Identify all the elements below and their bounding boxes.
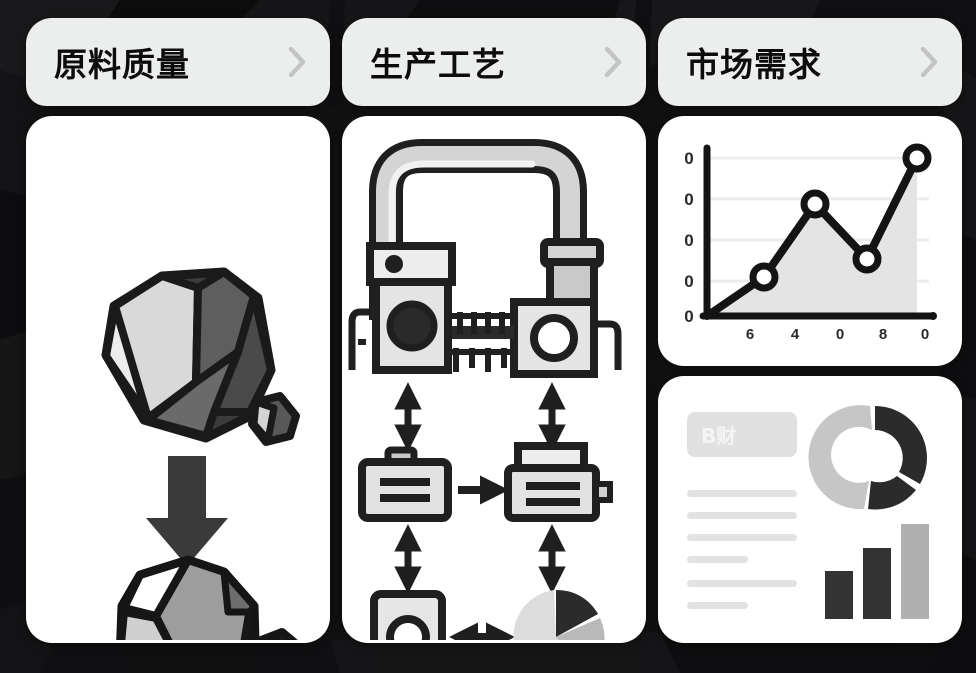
- arrow-up-down: [394, 523, 422, 594]
- svg-text:8: 8: [879, 326, 887, 343]
- svg-text:0: 0: [684, 307, 693, 326]
- card-header-market-demand[interactable]: 市场需求: [658, 18, 962, 106]
- card-header-production-process[interactable]: 生产工艺: [342, 18, 646, 106]
- down-arrow-icon: [146, 455, 228, 566]
- card-body-raw-material-quality: [26, 116, 330, 643]
- card-title-raw-material-quality: 原料质量: [54, 45, 190, 84]
- report-badge: [687, 411, 797, 457]
- card-header-raw-material-quality[interactable]: 原料质量: [26, 18, 330, 106]
- svg-text:0: 0: [921, 326, 929, 343]
- chart-y-tick-labels: 0 0 0 0 0: [684, 149, 693, 326]
- list-item: [687, 511, 797, 519]
- chevron-right-icon[interactable]: [602, 45, 624, 79]
- line-chart-panel: 0 0 0 0 0 6 4 0 8 0: [658, 116, 962, 366]
- raw-rock-to-crushed-rock-illustration: [101, 267, 300, 640]
- crushed-rock-pile: [116, 555, 298, 640]
- list-item: [687, 489, 797, 497]
- svg-text:0: 0: [684, 272, 693, 291]
- card-title-market-demand: 市场需求: [686, 45, 822, 84]
- svg-text:0: 0: [836, 326, 844, 343]
- chart-x-tick-labels: 6 4 0 8 0: [746, 326, 929, 343]
- production-machinery-and-flow-illustration: [348, 138, 622, 640]
- report-donut-chart: [808, 404, 927, 510]
- report-summary-panel: B财: [658, 376, 962, 643]
- arrow-up-down: [538, 523, 566, 594]
- report-summary-illustration: B财: [687, 404, 929, 619]
- card-production-process[interactable]: 生产工艺: [342, 18, 646, 643]
- svg-text:6: 6: [746, 326, 754, 343]
- list-item: [687, 579, 797, 587]
- arrow-right: [458, 475, 509, 504]
- arrow-left-right: [449, 622, 515, 640]
- list-item: [687, 601, 748, 609]
- card-title-production-process: 生产工艺: [370, 45, 506, 84]
- card-market-demand[interactable]: 市场需求: [658, 18, 962, 643]
- arrow-up-down: [538, 381, 566, 452]
- printer-machine-icon: [504, 441, 613, 522]
- report-text-lines: [687, 489, 797, 609]
- report-badge-label: B财: [701, 424, 736, 448]
- chart-area-fill: [707, 158, 917, 316]
- process-flow-diagram: [358, 381, 613, 640]
- arrow-up-down: [394, 381, 422, 452]
- chart-axes: [699, 144, 937, 320]
- card-body-production-process: [342, 116, 646, 643]
- raw-mineral-rock: [101, 267, 300, 446]
- svg-text:4: 4: [791, 326, 800, 343]
- chevron-right-icon[interactable]: [918, 45, 940, 79]
- chart-markers: [749, 143, 932, 292]
- report-bar-chart: [825, 523, 929, 619]
- chevron-right-icon[interactable]: [286, 45, 308, 79]
- list-item: [687, 555, 748, 563]
- card-raw-material-quality[interactable]: 原料质量: [26, 18, 330, 643]
- industrial-machine-assembly: [348, 138, 622, 378]
- list-item: [687, 533, 797, 541]
- svg-text:0: 0: [684, 231, 693, 250]
- market-demand-line-chart: 0 0 0 0 0 6 4 0 8 0: [684, 143, 937, 343]
- control-panel-icon: [370, 589, 446, 640]
- equipment-box-icon: [358, 446, 452, 522]
- pie-chart-icon: [513, 589, 605, 640]
- svg-text:0: 0: [684, 149, 693, 168]
- svg-text:0: 0: [684, 190, 693, 209]
